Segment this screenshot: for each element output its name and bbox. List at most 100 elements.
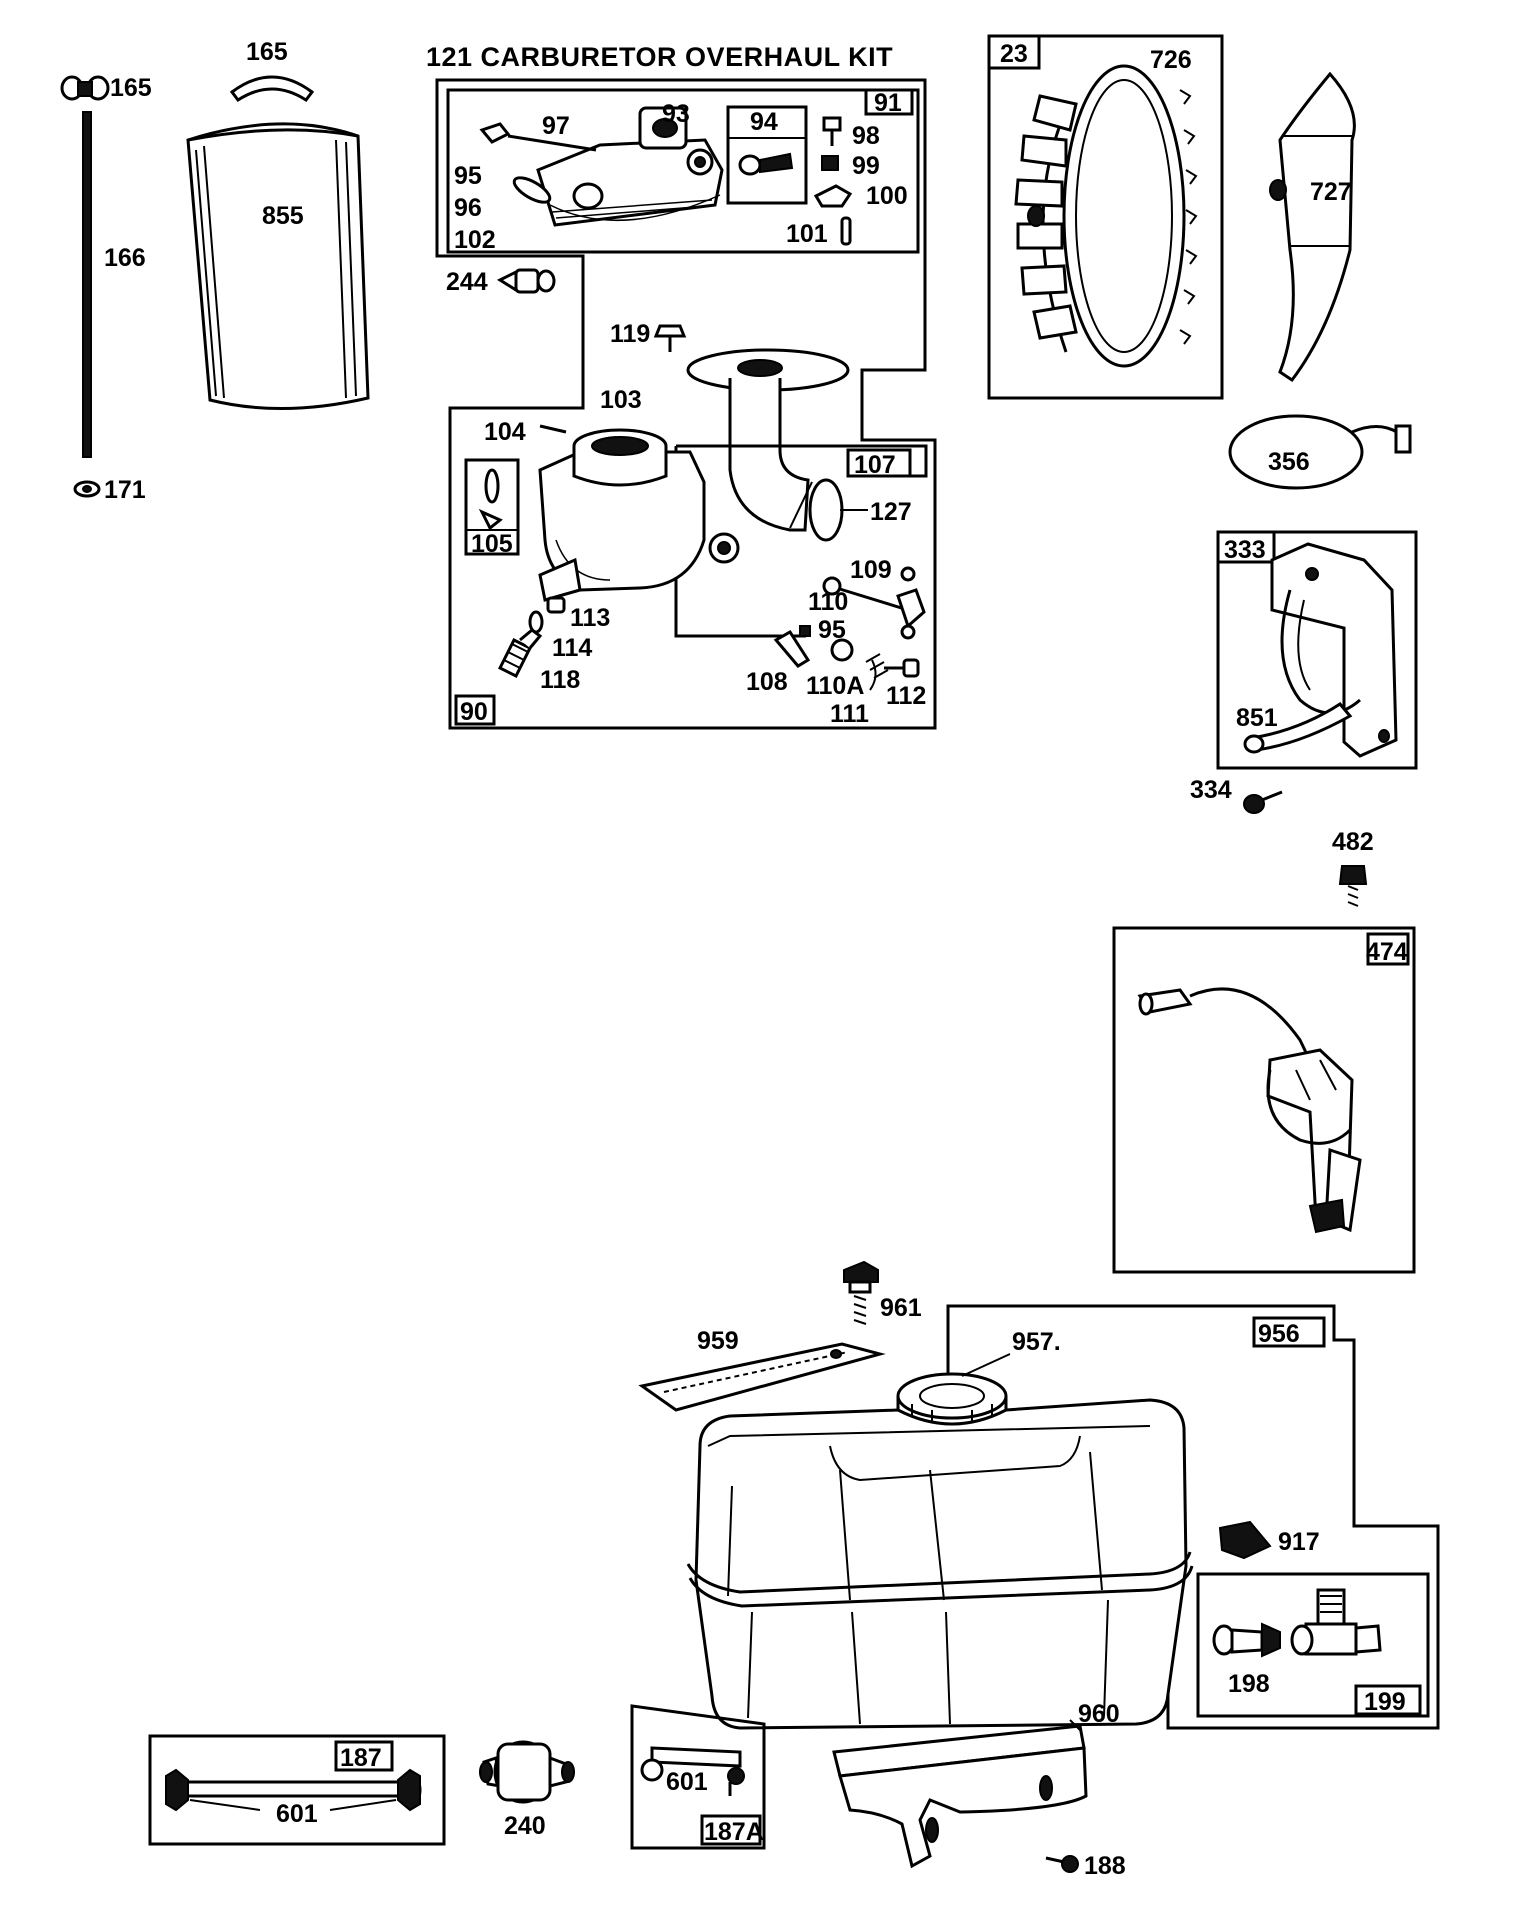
screw-334-icon bbox=[1243, 794, 1265, 814]
needle-97-icon bbox=[479, 122, 597, 152]
main-carb-body-icon bbox=[538, 428, 740, 602]
screw-482-group: 482 bbox=[1332, 828, 1374, 907]
o-ring-icon bbox=[512, 176, 552, 204]
screw-98-icon bbox=[822, 116, 842, 146]
fuel-line-icon bbox=[165, 1768, 422, 1812]
label-118: 118 bbox=[540, 666, 580, 694]
cylinder-group: 165 855 bbox=[186, 38, 370, 411]
label-917: 917 bbox=[1278, 1528, 1320, 1556]
label-94: 94 bbox=[750, 108, 778, 136]
label-100: 100 bbox=[866, 182, 908, 210]
box-90 bbox=[454, 694, 496, 726]
blower-shroud-group: 727 bbox=[1269, 71, 1356, 383]
rod-icon bbox=[82, 111, 92, 458]
fuel-filter-group: 240 bbox=[479, 1740, 575, 1840]
ground-wire-icon bbox=[1228, 414, 1364, 490]
label-240: 240 bbox=[504, 1812, 546, 1840]
label-105: 105 bbox=[471, 530, 513, 558]
screw-188-icon bbox=[1045, 1855, 1079, 1873]
alternator-box: 474 bbox=[1112, 926, 1416, 1274]
label-110: 110 bbox=[808, 588, 848, 616]
clip-icon bbox=[229, 75, 315, 103]
label-187: 187 bbox=[340, 1744, 382, 1772]
label-102: 102 bbox=[454, 226, 496, 254]
screw-95-icon bbox=[799, 625, 811, 637]
label-110a: 110A bbox=[806, 672, 864, 700]
label-96: 96 bbox=[454, 194, 482, 222]
linkage-109-icon bbox=[822, 566, 926, 640]
label-198: 198 bbox=[1228, 1670, 1270, 1698]
label-474: 474 bbox=[1366, 938, 1408, 966]
fuel-fitting-198-icon bbox=[1212, 1622, 1281, 1658]
label-99: 99 bbox=[852, 152, 880, 180]
ground-wire-group: 356 bbox=[1228, 414, 1412, 490]
fuel-line-short-icon bbox=[640, 1746, 745, 1796]
fuel-tank-icon bbox=[686, 1398, 1194, 1730]
fuel-filter-icon bbox=[479, 1740, 575, 1804]
label-959: 959 bbox=[697, 1327, 739, 1355]
label-127: 127 bbox=[870, 498, 912, 526]
label-114: 114 bbox=[552, 634, 592, 662]
label-101: 101 bbox=[786, 220, 828, 248]
box-199 bbox=[1196, 1572, 1430, 1718]
alternator-icon bbox=[1137, 987, 1362, 1234]
fuel-line-box-187a: 187A 601 bbox=[630, 1704, 766, 1850]
spring-118-icon bbox=[497, 628, 543, 679]
box-23 bbox=[987, 34, 1224, 400]
label-957: 957. bbox=[1012, 1328, 1061, 1356]
label-108: 108 bbox=[746, 668, 788, 696]
label-187a: 187A bbox=[704, 1818, 764, 1846]
tank-bracket-icon bbox=[832, 1724, 1088, 1869]
box-956 bbox=[946, 1304, 1440, 1730]
screw-482-icon bbox=[1338, 865, 1368, 885]
label-726: 726 bbox=[1150, 46, 1192, 74]
label-23: 23 bbox=[1000, 40, 1028, 68]
screw-961-icon bbox=[843, 1260, 879, 1325]
clip-917-icon bbox=[1218, 1520, 1272, 1560]
jet-99-icon bbox=[821, 155, 839, 171]
label-601-b: 601 bbox=[666, 1768, 708, 1796]
screw-334-group: 334 bbox=[1190, 776, 1283, 814]
label-171: 171 bbox=[104, 476, 146, 504]
label-855: 855 bbox=[262, 202, 304, 230]
label-91: 91 bbox=[874, 89, 902, 117]
box-187 bbox=[148, 1734, 446, 1846]
pin-104-icon bbox=[539, 424, 567, 434]
label-165-a: 165 bbox=[110, 74, 152, 102]
carburetor-kit: 121 CARBURETOR OVERHAUL KIT 91 94 93 bbox=[426, 42, 937, 730]
label-166: 166 bbox=[104, 244, 146, 272]
shutoff-valve-icon bbox=[1290, 1588, 1382, 1656]
blower-shroud-icon bbox=[1278, 71, 1356, 383]
intake-elbow-icon bbox=[686, 348, 850, 542]
label-98: 98 bbox=[852, 122, 880, 150]
screw-119-icon bbox=[653, 324, 687, 352]
label-199: 199 bbox=[1364, 1688, 1406, 1716]
label-165-b: 165 bbox=[246, 38, 288, 66]
label-188: 188 bbox=[1084, 1852, 1126, 1880]
flywheel-box: 23 726 bbox=[987, 34, 1224, 400]
label-107: 107 bbox=[854, 451, 896, 479]
pin-101-icon bbox=[840, 216, 852, 246]
label-111: 111 bbox=[830, 700, 869, 728]
label-851: 851 bbox=[1236, 704, 1278, 732]
label-961: 961 bbox=[880, 1294, 922, 1322]
label-95-a: 95 bbox=[454, 162, 482, 190]
label-244: 244 bbox=[446, 268, 488, 296]
label-601-a: 601 bbox=[276, 1800, 318, 1828]
box-105 bbox=[464, 458, 520, 556]
kit-frame bbox=[435, 78, 937, 730]
box-187a bbox=[630, 1704, 766, 1850]
fuel-line-box-187: 187 601 bbox=[148, 1734, 446, 1846]
upper-carb-body-icon bbox=[536, 106, 724, 227]
kit-title: 121 CARBURETOR OVERHAUL KIT bbox=[426, 42, 893, 72]
label-333: 333 bbox=[1224, 536, 1266, 564]
label-97: 97 bbox=[542, 112, 570, 140]
clip-100-icon bbox=[813, 184, 853, 208]
box-333 bbox=[1216, 530, 1418, 770]
label-113: 113 bbox=[570, 604, 610, 632]
flywheel-icon bbox=[1014, 64, 1198, 368]
gasket-959-icon bbox=[638, 1342, 886, 1412]
armature-box: 333 851 bbox=[1216, 530, 1418, 770]
wing-nut-icon bbox=[60, 75, 110, 101]
